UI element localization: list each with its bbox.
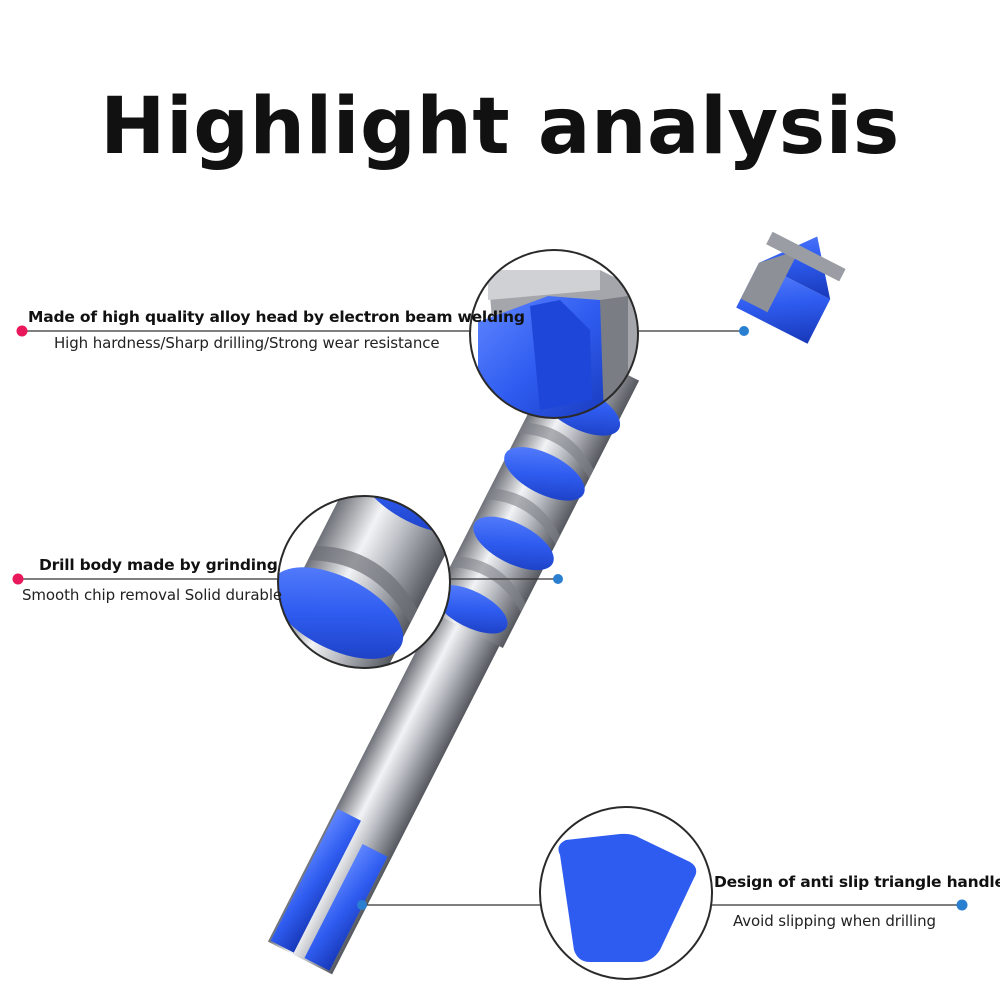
handle-callout-dot — [956, 899, 968, 911]
handle-flat-right — [304, 843, 388, 971]
flute-3 — [504, 447, 585, 501]
handle-flat-left — [270, 808, 361, 953]
leader-lines — [12, 325, 968, 911]
body-callout-dot — [12, 573, 24, 585]
flute-2 — [473, 516, 554, 571]
drill-bit — [267, 231, 846, 975]
handle-point-dot — [357, 900, 367, 910]
head-magnifier — [469, 249, 639, 419]
handle-callout-subtitle: Avoid slipping when drilling — [733, 912, 936, 930]
drill-tip — [736, 231, 846, 344]
page-title: Highlight analysis — [100, 82, 900, 172]
body-callout-subtitle: Smooth chip removal Solid durable — [22, 586, 283, 604]
body-callout-title: Drill body made by grinding — [39, 556, 278, 574]
flute-1 — [434, 585, 508, 634]
triangle-handle-cross-section — [558, 833, 697, 962]
handle-callout-title: Design of anti slip triangle handle — [714, 873, 1000, 891]
body-point-dot — [553, 574, 563, 584]
head-callout-title: Made of high quality alloy head by elect… — [28, 308, 525, 326]
head-point-dot — [739, 326, 749, 336]
handle-magnifier — [539, 806, 713, 980]
head-callout-dot — [16, 325, 28, 337]
head-callout-subtitle: High hardness/Sharp drilling/Strong wear… — [54, 334, 440, 352]
